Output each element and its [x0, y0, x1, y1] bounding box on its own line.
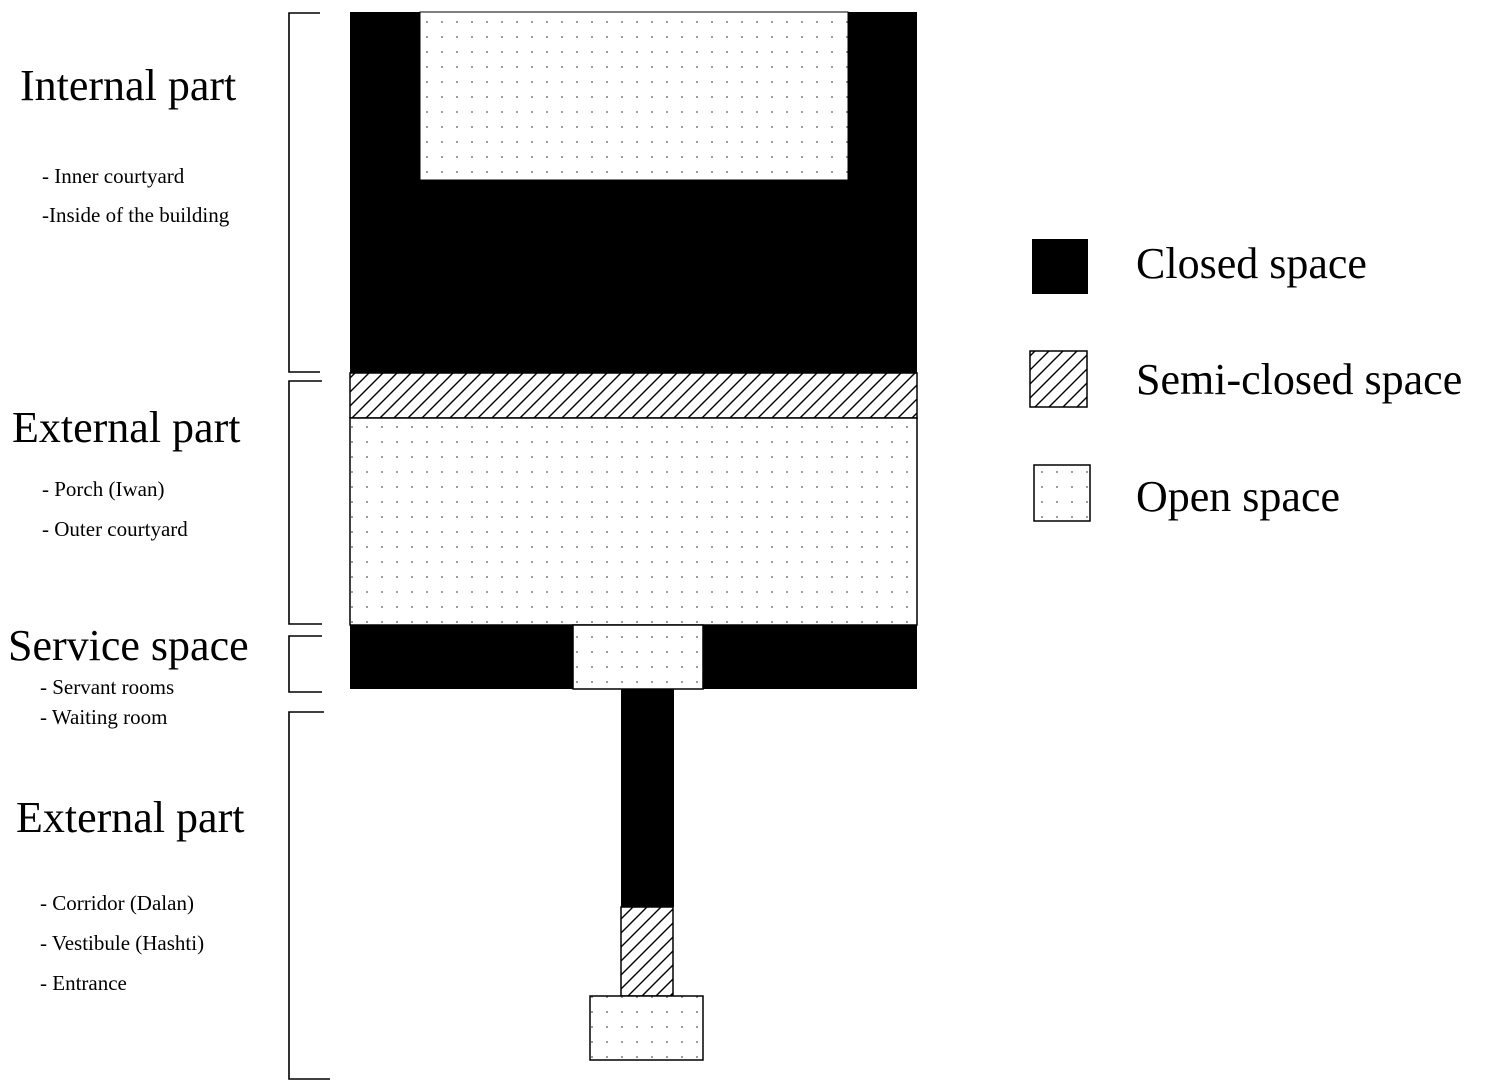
section-item-waiting-room: - Waiting room — [40, 705, 168, 729]
bracket-internal-part — [288, 12, 320, 373]
bracket-external-part-lower — [288, 711, 330, 1080]
section-item-entrance: - Entrance — [40, 971, 127, 995]
legend-label-closed: Closed space — [1136, 239, 1367, 288]
section-item-servant-rooms: - Servant rooms — [40, 675, 175, 699]
section-item-vestibule: - Vestibule (Hashti) — [40, 931, 205, 955]
service-passage-open — [572, 624, 704, 690]
section-title-external-part-upper: External part — [12, 403, 241, 452]
porch-semi-closed — [349, 372, 918, 419]
bracket-service-space — [288, 635, 322, 693]
legend-swatch-closed — [1032, 239, 1088, 294]
corridor-closed — [621, 689, 674, 907]
entrance-open — [589, 995, 704, 1061]
inner-courtyard-open — [419, 11, 849, 181]
legend-swatch-open — [1033, 464, 1091, 522]
outer-courtyard-open — [349, 417, 918, 626]
section-item-outer-courtyard: - Outer courtyard — [42, 517, 188, 541]
section-title-external-part-lower: External part — [16, 793, 245, 842]
section-item-corridor: - Corridor (Dalan) — [40, 891, 194, 915]
bracket-external-part-upper — [288, 380, 322, 625]
section-item-porch: - Porch (Iwan) — [42, 477, 165, 501]
legend-swatch-semi-closed — [1029, 350, 1088, 408]
legend-label-open: Open space — [1136, 472, 1341, 521]
legend-label-semi-closed: Semi-closed space — [1136, 355, 1463, 404]
service-right-closed — [703, 625, 917, 689]
section-title-internal-part: Internal part — [20, 61, 237, 110]
section-item-inner-courtyard: - Inner courtyard — [42, 164, 185, 188]
service-left-closed — [350, 625, 573, 689]
section-item-inside-building: -Inside of the building — [42, 203, 230, 227]
vestibule-semi-closed — [620, 906, 674, 997]
section-title-service-space: Service space — [8, 621, 249, 670]
